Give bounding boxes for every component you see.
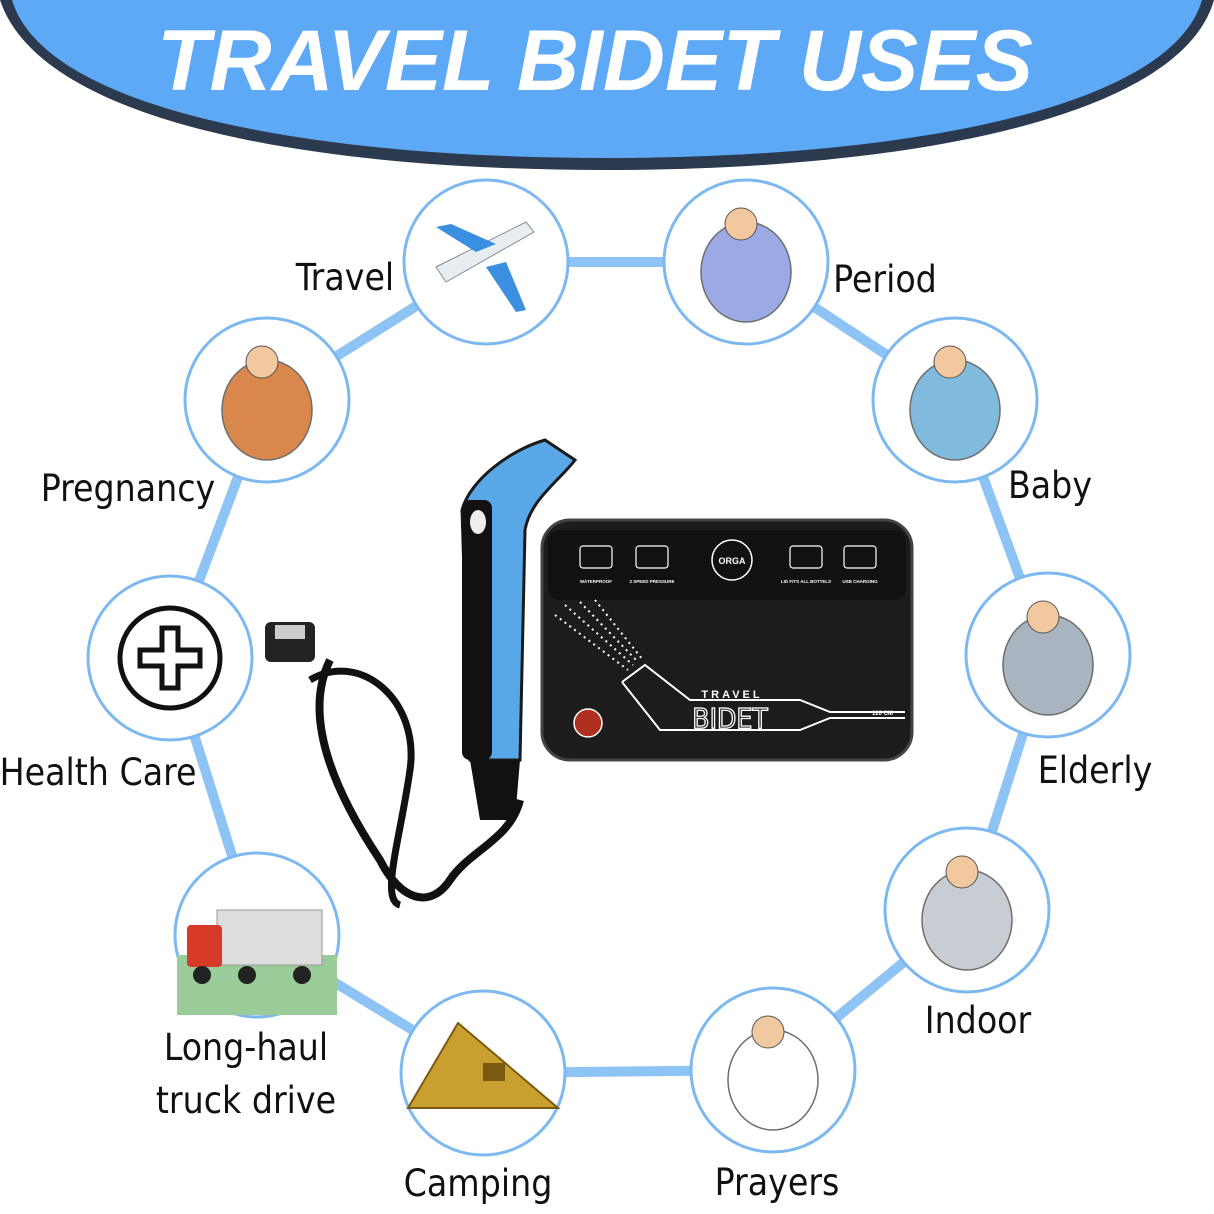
baby-toilet-icon: [909, 345, 1001, 461]
period-pad-icon: [700, 207, 792, 323]
elderly-wheelchair-icon: [1002, 600, 1094, 716]
quality-badge: [573, 708, 603, 738]
pregnant-woman-icon: [221, 345, 313, 461]
use-label: Health Care: [0, 751, 196, 794]
use-baby: Baby: [871, 316, 1092, 507]
use-label: Pregnancy: [41, 467, 216, 510]
toilet-icon: [921, 855, 1013, 971]
header-banner: TRAVEL BIDET USES: [0, 0, 1214, 170]
prayer-icon: [727, 1015, 819, 1131]
use-travel: Travel: [295, 178, 570, 346]
use-camping: Camping: [399, 989, 567, 1205]
use-elderly: Elderly: [964, 571, 1153, 792]
use-label: Prayers: [715, 1161, 840, 1204]
bag-title-big: BIDET: [692, 702, 768, 735]
use-health-care: Health Care: [0, 574, 254, 794]
use-prayers: Prayers: [689, 986, 857, 1204]
bag-feature: LID FITS ALL BOTTELS: [781, 545, 831, 584]
use-label: Indoor: [925, 999, 1032, 1042]
bag-feature: USB CHARGING: [842, 545, 878, 584]
use-label: Camping: [404, 1162, 553, 1205]
health-cross-icon: [117, 605, 223, 711]
bag-feature-label: USB CHARGING: [842, 579, 878, 584]
use-label-line2: truck drive: [156, 1079, 336, 1122]
use-label: Elderly: [1038, 749, 1153, 792]
bag-feature: 2 SPEED PRESSURE: [629, 545, 675, 584]
bag-feature-label: WATERPROOF: [580, 579, 612, 584]
bag-logo: ORGA: [719, 556, 747, 566]
bag-feature-label: LID FITS ALL BOTTELS: [781, 579, 831, 584]
travel-bidet-bag: WATERPROOF 2 SPEED PRESSURE LID FITS ALL B…: [540, 518, 914, 762]
use-label: Travel: [295, 256, 394, 299]
use-long-haul: Long-haul truck drive: [156, 851, 341, 1122]
use-circle: [402, 178, 570, 346]
use-label: Baby: [1008, 464, 1092, 507]
page-title: TRAVEL BIDET USES: [157, 13, 1033, 109]
bag-title-small: TRAVEL: [701, 689, 762, 701]
bag-feature: WATERPROOF: [579, 545, 613, 584]
use-label: Period: [833, 258, 937, 301]
bag-feature-label: 2 SPEED PRESSURE: [629, 579, 674, 584]
use-label: Long-haul: [164, 1026, 328, 1069]
truck-icon: [177, 909, 337, 1015]
use-indoor: Indoor: [883, 826, 1051, 1042]
airplane-icon: [435, 221, 535, 312]
bidet-sprayer: [265, 438, 578, 909]
hose-length: 120 CM: [872, 711, 893, 717]
use-circle: [86, 574, 254, 742]
use-pregnancy: Pregnancy: [41, 316, 351, 510]
use-period: Period: [662, 178, 937, 346]
tent-icon: [406, 1021, 561, 1109]
